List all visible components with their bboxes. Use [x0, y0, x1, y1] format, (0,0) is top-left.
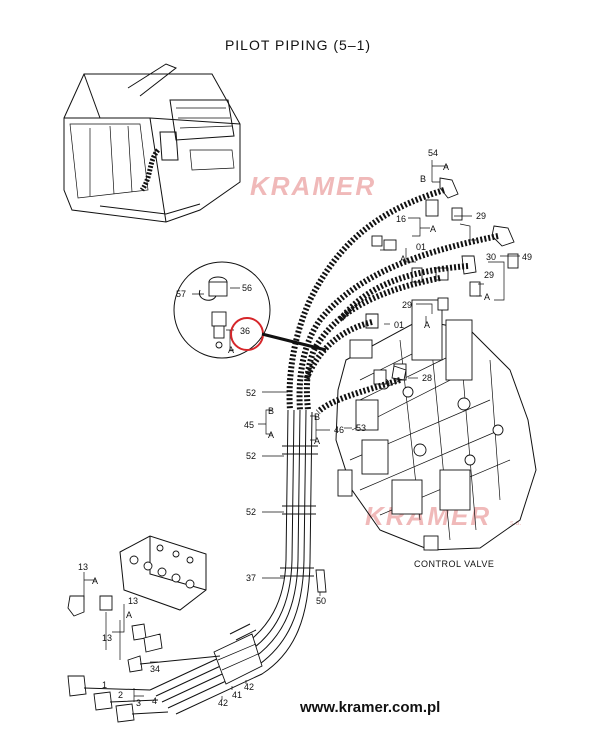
label-57: 57 — [176, 289, 186, 299]
watermark-top: KRAMER — [250, 171, 376, 201]
label-50: 50 — [316, 596, 326, 606]
label-56: 56 — [242, 283, 252, 293]
label-45-a: A — [268, 430, 274, 440]
detail-circle: 57 56 36 A — [173, 261, 327, 359]
label-28: 28 — [422, 373, 432, 383]
watermark-brand-bottom: KRAMER — [365, 501, 491, 531]
label-30: 30 — [486, 252, 496, 262]
label-29-top: 29 — [476, 211, 486, 221]
control-valve-drawing: CONTROL VALVE — [335, 299, 537, 569]
label-13-right-a: A — [126, 610, 132, 620]
label-49: 49 — [522, 252, 532, 262]
label-37: 37 — [246, 573, 256, 583]
label-13-right: 13 — [128, 596, 138, 606]
label-hose-3: 3 — [136, 698, 141, 708]
label-29-left-a: A — [424, 320, 430, 330]
label-46-b: B — [314, 412, 320, 422]
label-34: 34 — [150, 664, 160, 674]
label-29-left: 29 — [402, 300, 412, 310]
label-54-a: A — [443, 162, 449, 172]
label-52-mid: 52 — [246, 451, 256, 461]
label-41: 41 — [232, 690, 242, 700]
label-01-top: 01 — [416, 242, 426, 252]
label-29-mid: 29 — [484, 270, 494, 280]
label-54: 54 — [428, 148, 438, 158]
pilot-manifold — [67, 535, 327, 723]
hose-run-vertical — [149, 409, 318, 715]
diagram-title: PILOT PIPING (5–1) — [225, 37, 371, 53]
label-16-a: A — [430, 224, 436, 234]
label-45-b: B — [268, 406, 274, 416]
leader-lines — [83, 160, 520, 702]
label-hose-2: 2 — [118, 690, 123, 700]
label-13-top-a: A — [92, 576, 98, 586]
label-16: 16 — [396, 214, 406, 224]
fittings-top-right — [365, 177, 519, 381]
label-52-low: 52 — [246, 507, 256, 517]
part-labels: 54 B A 16 A 29 01 A 30 49 29 A 29 A 01 2… — [78, 148, 532, 708]
label-46: 46 — [334, 425, 344, 435]
label-36: 36 — [240, 326, 250, 336]
label-36-a: A — [228, 345, 234, 355]
control-valve-caption: CONTROL VALVE — [414, 559, 494, 569]
label-hose-1: 1 — [102, 680, 107, 690]
label-hose-4: 4 — [152, 696, 157, 706]
label-29-mid-a: A — [484, 292, 490, 302]
watermark-brand-top: KRAMER — [250, 171, 376, 201]
hose-bundle — [286, 187, 499, 415]
website-url[interactable]: www.kramer.com.pl — [299, 699, 440, 716]
label-42-left: 42 — [218, 698, 228, 708]
label-13-mid: 13 — [102, 633, 112, 643]
label-53: 53 — [356, 423, 366, 433]
label-54-b: B — [420, 174, 426, 184]
label-13-top: 13 — [78, 562, 88, 572]
label-45: 45 — [244, 420, 254, 430]
label-01-mid: 01 — [394, 320, 404, 330]
label-01-top-a: A — [400, 254, 406, 264]
label-52-top: 52 — [246, 388, 256, 398]
label-46-a: A — [314, 436, 320, 446]
excavator-cab-drawing — [63, 63, 241, 223]
label-42-right: 42 — [244, 682, 254, 692]
